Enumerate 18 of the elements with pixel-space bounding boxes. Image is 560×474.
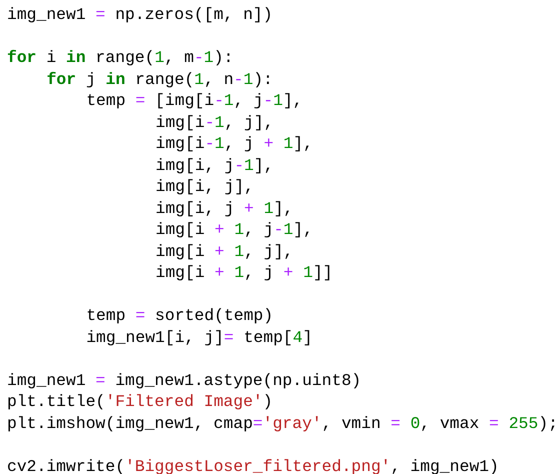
code-line: img_new1[i, j]= temp[4] — [86, 328, 312, 348]
code-line: img[i-1, j + 1], — [156, 134, 313, 154]
code-line: plt.title('Filtered Image') — [7, 392, 273, 412]
code-line: for i in range(1, m-1): — [7, 48, 234, 68]
code-line: img[i, j-1], — [156, 156, 274, 176]
code-line: plt.imshow(img_new1, cmap='gray', vmin = 0, vmax = 255); — [7, 414, 558, 434]
code-line: temp = sorted(temp) — [86, 306, 274, 326]
code-line: img[i + 1, j-1], — [156, 220, 313, 240]
code-line: cv2.imwrite('BiggestLoser_filtered.png', img_new1) — [7, 456, 499, 474]
code-line: img[i, j + 1], — [156, 198, 294, 218]
code-line: for j in range(1, n-1): — [46, 70, 273, 90]
code-line: img[i-1, j], — [156, 112, 274, 132]
code-line: temp = [img[i-1, j-1], — [86, 91, 303, 111]
code-line: img_new1 = img_new1.astype(np.uint8) — [7, 370, 362, 390]
code-line: img[i, j], — [156, 177, 254, 197]
code-line: img_new1 = np.zeros([m, n]) — [7, 5, 273, 25]
code-line: img[i + 1, j], — [156, 242, 294, 262]
code-line: img[i + 1, j + 1]] — [156, 263, 333, 283]
